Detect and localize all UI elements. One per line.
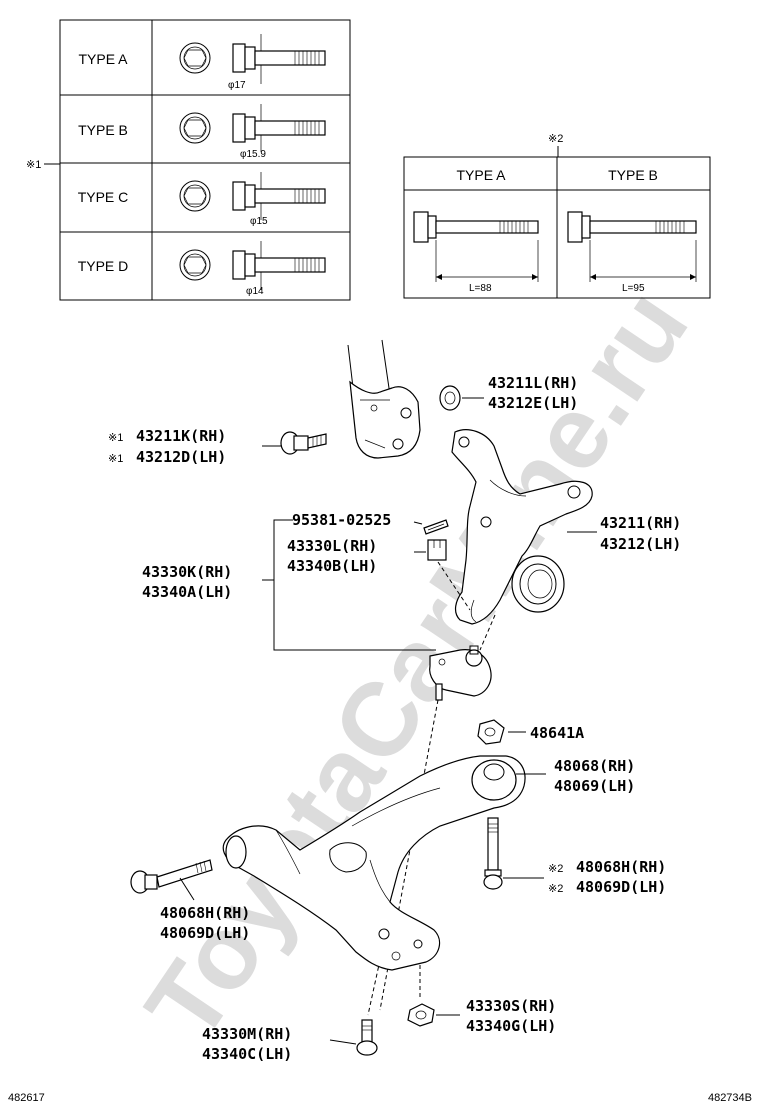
bolt-43330m-icon [356,1019,378,1056]
label-43340g-lh: 43340G(LH) [466,1017,556,1035]
length-type-a-label: TYPE A [456,167,506,183]
lower-control-arm-drawing [222,755,526,971]
nut-48641a-icon [477,719,505,745]
type-d-diameter: φ14 [246,286,264,297]
length-type-a-value: L=88 [469,283,492,294]
bolt-length-table: ※2 TYPE A TYPE B L=88 [403,133,711,299]
nut-43330s-icon [407,1003,435,1027]
ref-mark-48069d: ※2 [548,883,563,895]
label-43340a-lh: 43340A(LH) [142,583,232,601]
label-43212-lh: 43212(LH) [600,535,681,553]
label-43340c-lh: 43340C(LH) [202,1045,292,1063]
type-b-diameter: φ15.9 [240,149,266,160]
length-type-b-label: TYPE B [608,167,658,183]
bolt-types-table: ※1 TYPE A TYPE B TYPE C TYPE D φ17 [26,19,351,301]
label-43212e-lh: 43212E(LH) [488,394,578,412]
length-type-b-value: L=95 [622,283,645,294]
footer-left-code: 482617 [8,1092,45,1104]
label-48069d-lh-right: 48069D(LH) [576,878,666,896]
hub-bolt-type-a-icon [179,34,326,84]
type-a-label: TYPE A [78,51,128,67]
long-bolt-type-a-icon [413,211,539,282]
label-43330m-rh: 43330M(RH) [202,1025,292,1043]
label-48641a: 48641A [530,724,584,742]
bolt-48068h-left-icon [130,859,213,894]
bolt-48068h-right-icon [483,817,503,890]
hub-bolt-type-c-icon [179,172,326,220]
label-43212d-lh: 43212D(LH) [136,448,226,466]
label-48069-lh: 48069(LH) [554,777,635,795]
hub-bolt-type-d-icon [179,241,326,290]
steering-knuckle-drawing [451,429,593,625]
ball-joint-drawing [429,645,492,701]
label-48068h-rh-left: 48068H(RH) [160,904,250,922]
ref-mark-43211k: ※1 [108,432,123,444]
type-a-diameter: φ17 [228,80,246,91]
label-43211k-rh: 43211K(RH) [136,427,226,445]
label-43340b-lh: 43340B(LH) [287,557,377,575]
bolt-types-ref-mark: ※1 [26,159,41,171]
cotter-pin-icon [423,519,449,535]
bolt-length-ref-mark: ※2 [548,133,563,145]
label-48069d-lh-left: 48069D(LH) [160,924,250,942]
ref-mark-48068h: ※2 [548,863,563,875]
strut-bracket-drawing [347,339,421,459]
type-d-label: TYPE D [78,258,129,274]
type-b-label: TYPE B [78,122,128,138]
label-48068h-rh-right: 48068H(RH) [576,858,666,876]
long-bolt-type-b-icon [567,211,697,282]
type-c-diameter: φ15 [250,216,268,227]
hub-bolt-type-b-icon [179,104,326,152]
label-48068-rh: 48068(RH) [554,757,635,775]
footer-right-code: 482734B [708,1092,752,1104]
label-43211l-rh: 43211L(RH) [488,374,578,392]
bolt-43211k-icon [280,431,327,455]
label-95381-02525: 95381-02525 [292,511,391,529]
label-43330l-rh: 43330L(RH) [287,537,377,555]
label-43330s-rh: 43330S(RH) [466,997,556,1015]
type-c-label: TYPE C [78,189,129,205]
nut-43211l-icon [439,385,461,411]
castle-nut-43330l-icon [427,539,447,561]
label-43330k-rh: 43330K(RH) [142,563,232,581]
label-43211-rh: 43211(RH) [600,514,681,532]
ref-mark-43212d: ※1 [108,453,123,465]
